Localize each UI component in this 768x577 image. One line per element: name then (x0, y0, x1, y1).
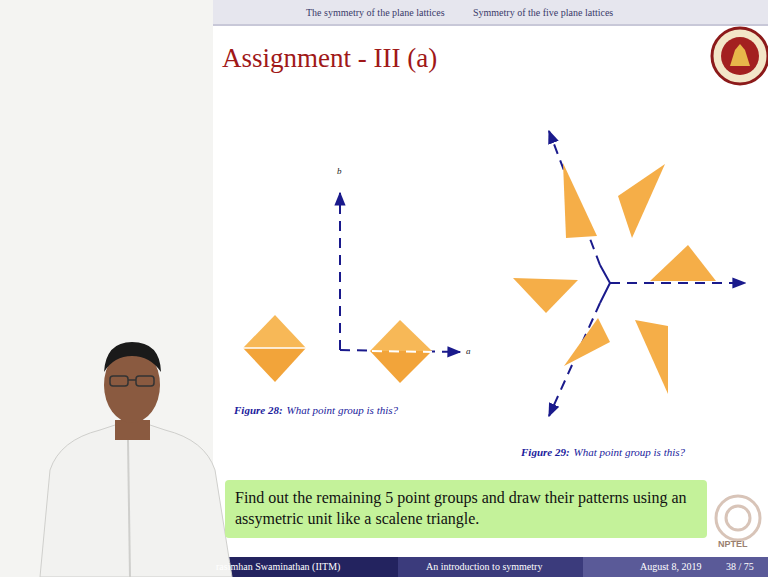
figure-caption: What point group is this? (574, 446, 685, 458)
header-section: The symmetry of the plane lattices (306, 7, 445, 18)
footer-course: An introduction to symmetry (426, 561, 542, 572)
figure-number: Figure 29: (521, 446, 570, 458)
figure-caption: What point group is this? (287, 404, 398, 416)
instruction-text: Find out the remaining 5 point groups an… (235, 488, 697, 530)
footer-author: rasimhan Swaminathan (IITM) (216, 561, 340, 572)
axis-label: a (466, 347, 471, 357)
watermark: NPTEL (718, 540, 748, 550)
slide-title: Assignment - III (a) (222, 44, 437, 74)
header-subsection: Symmetry of the five plane lattices (473, 7, 613, 18)
footer-date: August 8, 2019 (640, 561, 701, 572)
axis-label: b (337, 167, 342, 177)
slide-number: 38 / 75 (726, 561, 754, 572)
instruction-box: Find out the remaining 5 point groups an… (225, 480, 707, 538)
figure-number: Figure 28: (234, 404, 283, 416)
